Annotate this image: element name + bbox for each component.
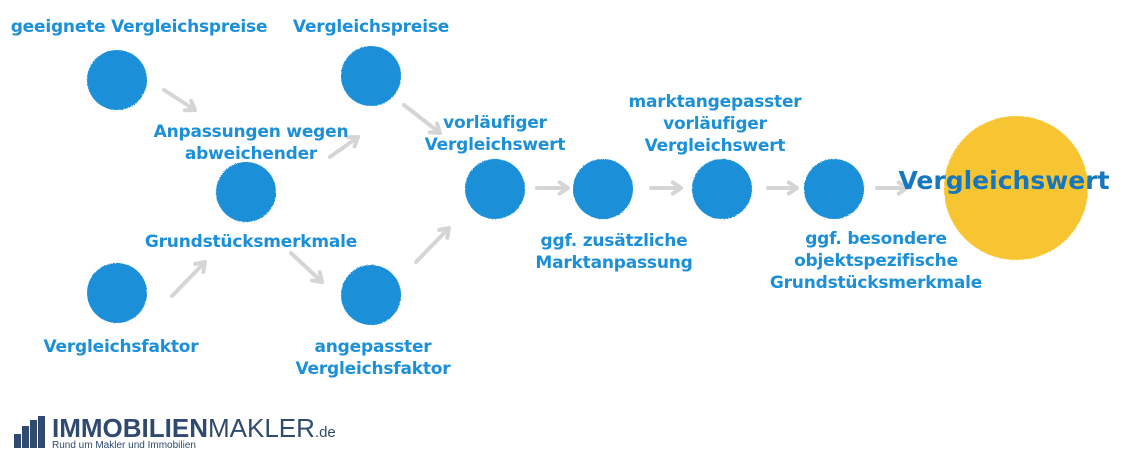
node-angepasster-vergleichsfaktor [341, 265, 401, 325]
label-marktangepasster-wert: marktangepasster vorläufiger Vergleichsw… [628, 92, 802, 156]
arrow-4 [289, 251, 324, 284]
label-angepasster-vergleichsfaktor: angepasster Vergleichsfaktor [295, 337, 451, 379]
arrow-2 [328, 135, 360, 159]
label-geeignete-vergleichspreise: geeignete Vergleichspreise [10, 17, 268, 37]
label-vorlaeufiger-vergleichswert: vorläufiger Vergleichswert [424, 113, 566, 155]
label-anpassungen: Anpassungen wegen abweichender [153, 122, 349, 164]
node-marktanpassung [573, 159, 633, 219]
arrow-3 [170, 260, 207, 298]
arrow-5 [402, 103, 442, 135]
arrows [162, 88, 909, 298]
label-vergleichspreise: Vergleichspreise [292, 17, 450, 37]
logo-bars-icon [14, 416, 46, 448]
label-grundstuecksmerkmale: Grundstücksmerkmale [144, 232, 358, 252]
node-vorlaeufiger-vergleichswert [465, 159, 525, 219]
logo-name-bold: IMMOBILIEN [52, 413, 208, 443]
label-besondere-merkmale: ggf. besondere objektspezifische Grundst… [769, 229, 983, 293]
arrow-7 [535, 180, 570, 196]
logo-wordmark: IMMOBILIENMAKLER.de [52, 414, 336, 447]
node-besondere-merkmale [804, 159, 864, 219]
label-vergleichsfaktor: Vergleichsfaktor [43, 337, 199, 357]
label-vergleichswert: Vergleichswert [898, 166, 1110, 195]
logo: IMMOBILIENMAKLER.de Rund um Makler und I… [14, 414, 336, 451]
nodes [87, 46, 1088, 325]
node-vergleichspreise [341, 46, 401, 106]
arrow-9 [766, 180, 799, 196]
node-grundstuecksmerkmale [216, 162, 276, 222]
arrow-1 [162, 88, 197, 113]
logo-tld: .de [314, 424, 336, 441]
node-marktangepasster-wert [692, 159, 752, 219]
node-vergleichswert [944, 116, 1088, 260]
arrow-8 [649, 180, 683, 196]
arrow-10 [875, 180, 909, 196]
logo-name-light: MAKLER [208, 413, 315, 443]
node-vergleichsfaktor [87, 263, 147, 323]
node-geeignete-vergleichspreise [87, 50, 147, 110]
arrow-6 [414, 226, 451, 264]
logo-tagline: Rund um Makler und Immobilien [52, 440, 196, 451]
label-marktanpassung: ggf. zusätzliche Marktanpassung [535, 231, 693, 273]
